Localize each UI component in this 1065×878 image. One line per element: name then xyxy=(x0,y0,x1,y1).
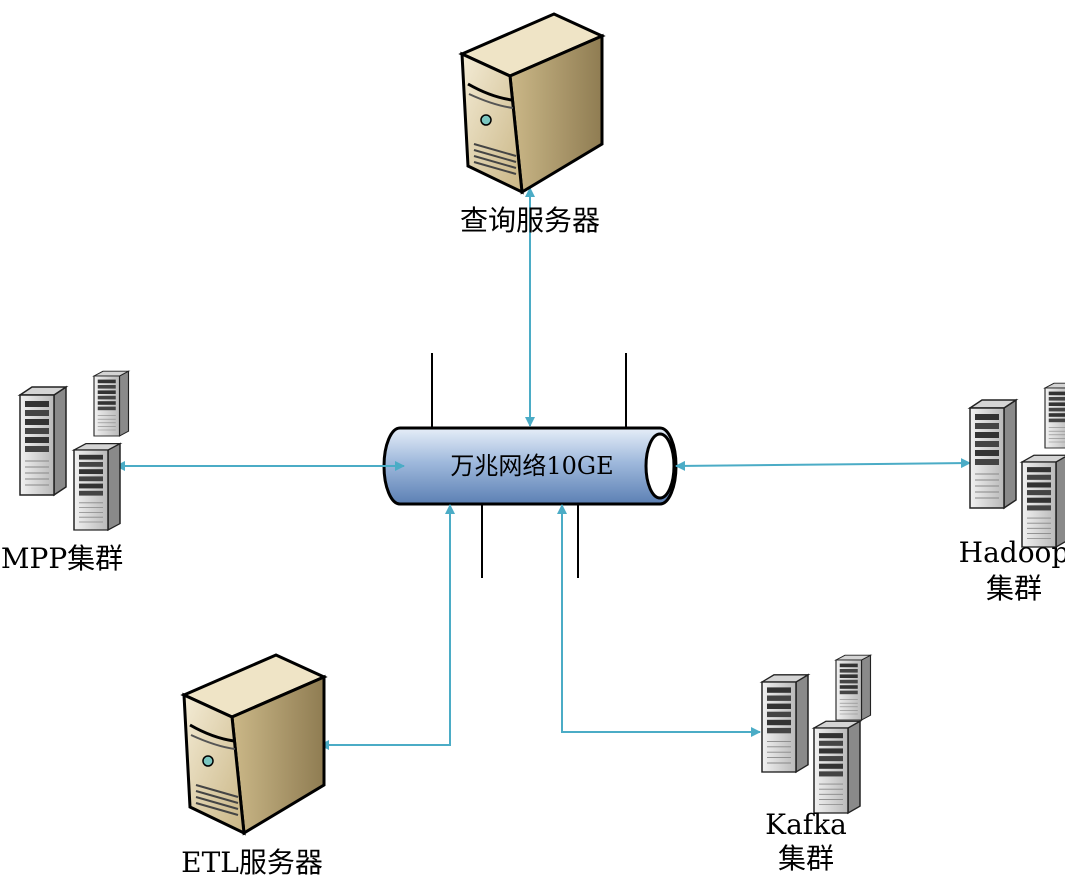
tower-server-icon xyxy=(460,12,604,194)
connector-kafka xyxy=(557,504,761,737)
server-cluster-icon xyxy=(73,442,121,531)
server-cluster-icon xyxy=(93,370,130,437)
connector-etl xyxy=(319,504,455,750)
mpp-cluster-label: MPP集群 xyxy=(1,542,123,575)
server-cluster-icon xyxy=(761,674,809,773)
etl-server-label: ETL服务器 xyxy=(181,846,323,878)
query-server: 查询服务器 xyxy=(460,12,604,237)
server-cluster-icon xyxy=(813,720,861,814)
connectors xyxy=(115,187,971,750)
server-cluster-icon xyxy=(1021,454,1065,548)
server-cluster-icon xyxy=(835,654,872,721)
etl-server: ETL服务器 xyxy=(181,653,326,878)
connector-hadoop xyxy=(675,458,971,471)
bus-label: 万兆网络10GE xyxy=(450,452,613,480)
kafka-cluster: Kafka 集群 xyxy=(761,654,872,875)
network-bus: 万兆网络10GE xyxy=(382,353,678,578)
bus-end-cap xyxy=(644,432,676,500)
server-cluster-icon xyxy=(19,386,67,496)
server-cluster-icon xyxy=(969,399,1017,509)
server-cluster-icon xyxy=(1044,382,1065,449)
mpp-cluster: MPP集群 xyxy=(1,370,130,575)
hadoop-cluster-label-line1: Hadoop xyxy=(959,536,1065,569)
tower-server-icon xyxy=(182,653,326,835)
kafka-cluster-label-line2: 集群 xyxy=(778,842,834,875)
query-server-label: 查询服务器 xyxy=(460,204,600,237)
kafka-cluster-label-line1: Kafka xyxy=(765,808,847,841)
hadoop-cluster: Hadoop 集群 xyxy=(959,382,1065,605)
hadoop-cluster-label-line2: 集群 xyxy=(986,572,1042,605)
